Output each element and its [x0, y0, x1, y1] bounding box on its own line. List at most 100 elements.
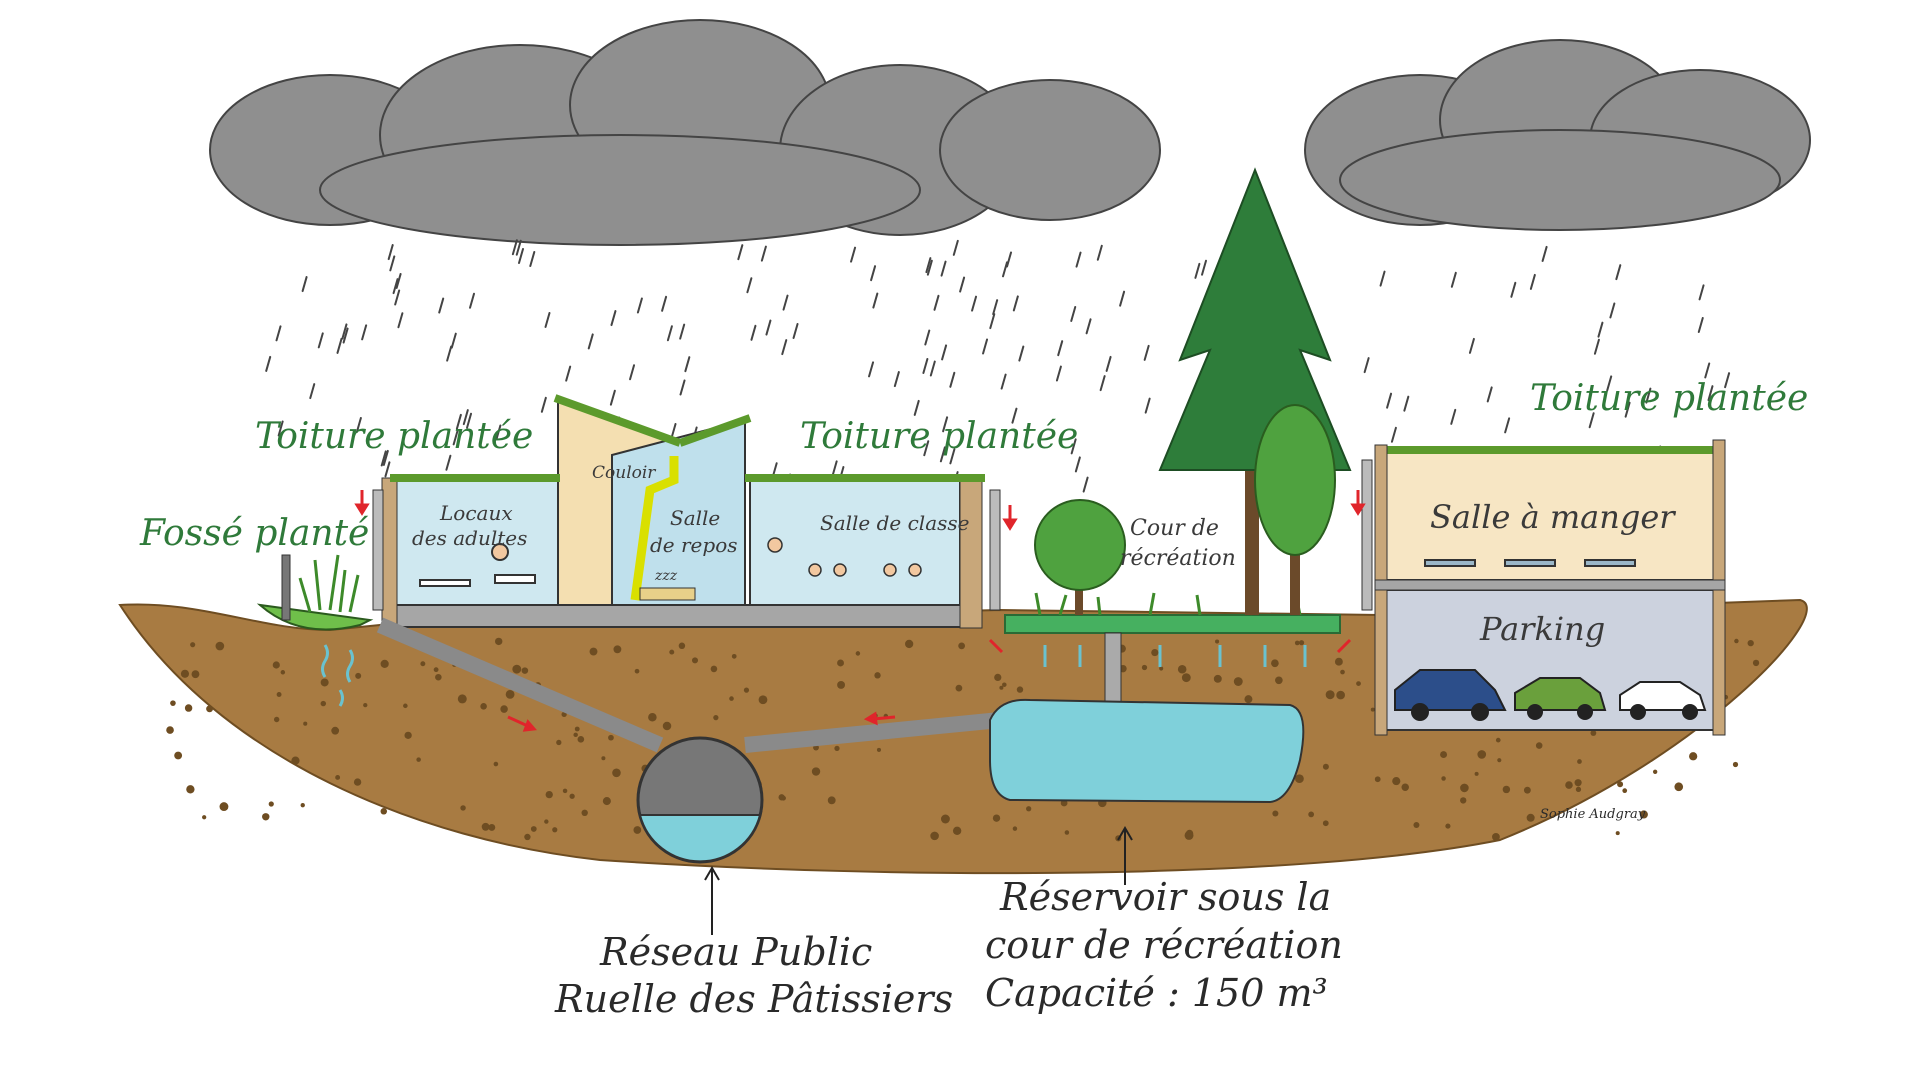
downpipe-left — [372, 489, 384, 611]
pebble — [521, 667, 529, 674]
rain-drop — [1386, 392, 1393, 409]
rain-drop — [518, 247, 525, 264]
pebble — [1752, 659, 1760, 667]
rain-drop — [455, 413, 462, 430]
pebble — [190, 642, 196, 648]
pebble — [1590, 730, 1597, 736]
rain-drop — [387, 244, 394, 261]
pebble — [827, 796, 836, 805]
pebble — [353, 778, 362, 786]
rain-drop — [684, 356, 691, 373]
pebble — [1370, 707, 1375, 712]
rain-drop — [1593, 338, 1600, 355]
pebble — [1295, 774, 1304, 784]
pebble — [612, 768, 621, 778]
rain-drop — [949, 448, 956, 465]
pebble — [601, 756, 606, 761]
pebble — [488, 823, 496, 831]
rain-drop — [515, 239, 522, 256]
pebble — [420, 661, 426, 667]
pebble — [994, 673, 1002, 682]
pebble — [403, 703, 408, 709]
tree-right — [1254, 404, 1336, 615]
rain-drop — [587, 333, 594, 350]
pebble — [1322, 820, 1329, 827]
label-rest-2: de repos — [650, 533, 738, 557]
pointer-arrows — [704, 826, 1133, 935]
rain-drop — [1000, 373, 1007, 390]
pebble — [404, 731, 412, 739]
label-corridor: Couloir — [592, 463, 656, 483]
rain-drop — [1724, 372, 1731, 389]
rain-drop — [1529, 273, 1536, 290]
label-dining: Salle à manger — [1430, 498, 1676, 536]
pebble — [1336, 690, 1345, 700]
pebble — [435, 673, 442, 681]
rain-drop — [336, 337, 343, 354]
pebble — [577, 735, 585, 743]
rain-drop — [1450, 271, 1457, 288]
pebble — [320, 678, 329, 687]
pebble — [1325, 690, 1335, 700]
rain-drop — [392, 278, 399, 295]
rain-drop — [469, 292, 476, 309]
pebble — [1441, 776, 1446, 781]
pebble — [556, 739, 562, 746]
pebble — [1577, 759, 1582, 764]
pebble — [1674, 782, 1684, 792]
pebble — [500, 705, 508, 713]
slab-right — [1374, 579, 1726, 591]
rain-drop — [265, 355, 272, 372]
room-classroom — [749, 479, 961, 606]
pebble — [1615, 831, 1620, 836]
label-network-1: Réseau Public — [599, 930, 872, 974]
label-yard-1: Cour de — [1130, 516, 1219, 541]
pebble — [530, 826, 537, 832]
pebble — [1340, 669, 1345, 675]
rain-drop — [511, 239, 518, 256]
pebble — [589, 647, 598, 656]
rain-drop — [1006, 251, 1013, 268]
rain-drop — [872, 292, 879, 309]
pebble — [495, 637, 503, 646]
rain-drop — [1379, 270, 1386, 287]
pebble — [1574, 779, 1582, 787]
rain-drop — [540, 396, 547, 413]
rain-drop — [781, 339, 788, 356]
pebble — [380, 659, 389, 668]
rain-drops — [265, 239, 1731, 494]
rain-drop — [737, 244, 744, 261]
wall-right — [959, 477, 983, 629]
rain-drop — [926, 259, 933, 276]
yard-infiltration — [1043, 645, 1307, 667]
label-network-2: Ruelle des Pâtissiers — [554, 977, 953, 1021]
pebble — [552, 827, 558, 833]
pebble — [1322, 763, 1329, 770]
tree-conifer — [1158, 167, 1352, 615]
rain-drop — [924, 329, 931, 346]
rain-drop — [1085, 318, 1092, 335]
rain-drop — [661, 295, 668, 312]
rain-drop — [342, 327, 349, 344]
rain-drop — [394, 289, 401, 306]
rain-drop — [666, 325, 673, 342]
pebble — [562, 788, 568, 794]
pebble — [1445, 823, 1451, 829]
car-green — [1514, 677, 1607, 720]
pebble — [186, 785, 195, 794]
rain-drop — [1057, 340, 1064, 357]
pebble — [1275, 676, 1283, 685]
pebble — [303, 721, 308, 726]
rain-drop — [1624, 401, 1631, 418]
rain-drop — [1096, 244, 1103, 261]
rain-drop — [1704, 362, 1711, 379]
pebble — [569, 793, 575, 799]
rain-drop — [750, 324, 757, 341]
rain-drop — [959, 276, 966, 293]
rain-drop — [949, 371, 956, 388]
rain-drop — [941, 344, 948, 361]
pebble — [837, 659, 844, 667]
rain-drop — [317, 332, 324, 349]
rain-drop — [868, 361, 875, 378]
